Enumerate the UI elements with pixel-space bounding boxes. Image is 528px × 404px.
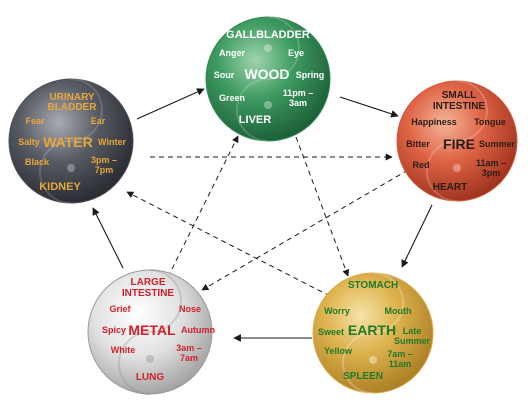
arrow-metal-to-water [92, 207, 124, 269]
water-name: WATER [43, 134, 93, 150]
metal-time-line2: 7am [180, 353, 198, 363]
metal-sphere [87, 269, 213, 395]
wood-color: Green [219, 93, 245, 103]
arrow-fire-to-earth [401, 204, 433, 268]
earth-organ-top: STOMACH [348, 280, 398, 291]
fire-organ-top-line1: SMALL [442, 90, 476, 101]
fire-element: SMALL INTESTINE Happiness Tongue Bitter … [396, 80, 518, 202]
metal-yin-yang-swirl [118, 269, 182, 395]
metal-name: METAL [128, 322, 176, 338]
earth-season-line2: Summer [394, 336, 431, 346]
fire-emotion: Happiness [411, 117, 457, 127]
fire-time-line2: 3pm [482, 168, 501, 178]
earth-yin-yang-swirl [342, 272, 404, 394]
wood-organ-bottom: LIVER [239, 114, 271, 126]
fire-sense: Tongue [474, 117, 506, 127]
earth-time-line1: 7am – [387, 349, 413, 359]
wood-time-line1: 11pm – [283, 88, 314, 98]
wood-yin-yang-swirl [236, 16, 300, 142]
metal-organ-top-line2: INTESTINE [122, 288, 175, 299]
wood-name: WOOD [244, 66, 289, 82]
dashed-arrow-wood-to-earth [295, 136, 350, 277]
fire-dot [453, 164, 461, 172]
dashed-arrow-fire-to-metal [201, 169, 409, 291]
fire-organ-top-line2: INTESTINE [433, 101, 486, 112]
water-taste: Salty [18, 137, 40, 147]
earth-element: STOMACH Worry Mouth Sweet EARTH Late Sum… [312, 272, 434, 394]
earth-organ-bottom: SPLEEN [343, 371, 383, 382]
earth-sense: Mouth [385, 306, 412, 316]
water-time-line1: 3pm – [91, 155, 117, 165]
water-sense: Ear [91, 116, 106, 126]
arrow-water-to-wood [136, 88, 205, 120]
wood-sense: Eye [288, 48, 304, 58]
wood-season: Spring [296, 70, 325, 80]
water-element: URINARY BLADDER Fear Ear Salty WATER Win… [8, 78, 134, 204]
metal-dot [146, 355, 154, 363]
metal-color: White [111, 345, 136, 355]
metal-time-line1: 3am – [176, 343, 202, 353]
fire-taste: Bitter [406, 139, 430, 149]
water-yin-yang-swirl [39, 78, 103, 204]
earth-sphere [312, 272, 434, 394]
fire-color: Red [412, 160, 429, 170]
metal-organ-top-line1: LARGE [131, 277, 166, 288]
fire-yin-yang-swirl [426, 80, 488, 202]
metal-element: LARGE INTESTINE Grief Nose Spicy METAL A… [87, 269, 215, 395]
dashed-arrow-earth-to-water [126, 191, 331, 297]
fire-name: FIRE [443, 136, 475, 152]
fire-organ-bottom: HEART [433, 182, 467, 193]
water-dot [67, 164, 75, 172]
water-organ-top-line2: BLADDER [48, 102, 98, 113]
water-organ-top-line1: URINARY [49, 92, 95, 103]
earth-emotion: Worry [324, 306, 350, 316]
water-organ-bottom: KIDNEY [39, 181, 81, 193]
wood-sphere [205, 16, 331, 142]
metal-season: Autumn [181, 325, 215, 335]
earth-season-line1: Late [403, 326, 422, 336]
wood-dot [264, 44, 272, 52]
metal-sense: Nose [179, 304, 201, 314]
metal-emotion: Grief [109, 304, 131, 314]
wood-element: GALLBLADDER Anger Eye Sour WOOD Spring G… [205, 16, 331, 142]
earth-dot [369, 356, 377, 364]
water-sphere [8, 78, 134, 204]
water-emotion: Fear [25, 116, 45, 126]
water-season: Winter [98, 137, 126, 147]
fire-sphere [396, 80, 518, 202]
fire-season: Summer [479, 139, 516, 149]
wood-taste: Sour [214, 70, 235, 80]
wood-dot [264, 101, 272, 109]
earth-name: EARTH [348, 322, 396, 338]
water-color: Black [25, 157, 50, 167]
earth-time-line2: 11am [389, 359, 412, 369]
fire-time-line1: 11am – [476, 158, 506, 168]
earth-taste: Sweet [318, 327, 344, 337]
water-time-line2: 7pm [95, 165, 114, 175]
earth-color: Yellow [324, 346, 353, 356]
arrow-wood-to-fire [339, 96, 399, 118]
metal-organ-bottom: LUNG [136, 372, 165, 383]
wood-emotion: Anger [219, 48, 246, 58]
metal-taste: Spicy [102, 325, 126, 335]
wood-organ-top: GALLBLADDER [226, 29, 310, 41]
wood-time-line2: 3am [289, 98, 307, 108]
